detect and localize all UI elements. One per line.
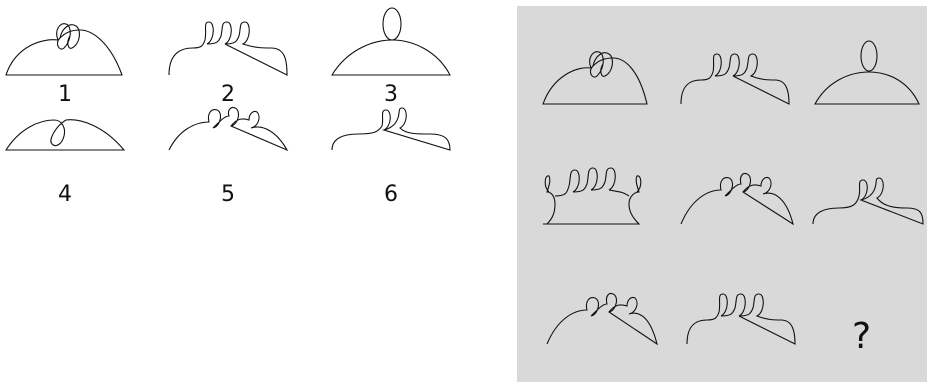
matrix-figure-2-3: [807, 156, 927, 266]
matrix-cell-2-1: [537, 156, 667, 266]
matrix-figure-1-1: [537, 36, 667, 146]
option-5-label: 5: [163, 182, 293, 207]
option-6[interactable]: 6: [326, 100, 456, 220]
option-5[interactable]: 5: [163, 100, 293, 220]
matrix-figure-2-1: [537, 156, 667, 266]
puzzle-matrix: ?: [517, 6, 927, 382]
matrix-figure-3-2: [677, 276, 807, 386]
option-6-label: 6: [326, 182, 456, 207]
matrix-cell-3-2: [677, 276, 807, 386]
matrix-cell-3-1: [537, 276, 667, 386]
matrix-cell-2-2: [677, 156, 807, 266]
missing-cell-question-mark[interactable]: ?: [852, 316, 871, 357]
option-4[interactable]: 4: [0, 100, 130, 220]
matrix-figure-2-2: [677, 156, 807, 266]
matrix-cell-2-3: [807, 156, 927, 266]
matrix-figure-1-3: [807, 36, 927, 146]
matrix-cell-1-3: [807, 36, 927, 146]
matrix-figure-1-2: [677, 36, 807, 146]
matrix-figure-3-1: [537, 276, 667, 386]
option-4-label: 4: [0, 182, 130, 207]
matrix-cell-1-2: [677, 36, 807, 146]
matrix-cell-1-1: [537, 36, 667, 146]
